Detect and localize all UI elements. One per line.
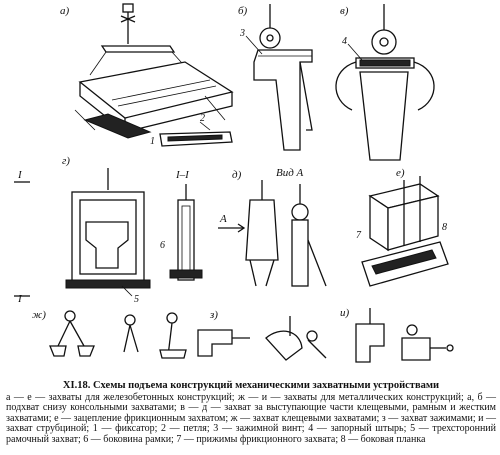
caption-title: XI.18. Схемы подъема конструкций механич… <box>62 380 440 391</box>
panel-d-rigid-grip: д) Вид А А <box>218 167 327 287</box>
callout-5: 5 <box>134 294 139 305</box>
panel-label-v: в) <box>340 5 349 17</box>
section-mark-bottom: I <box>17 293 23 305</box>
arrow-a-label: А <box>219 213 227 225</box>
callout-1: 1 <box>150 136 155 147</box>
callout-4: 4 <box>342 36 347 47</box>
panel-i-c-clamp: и) <box>340 307 454 363</box>
panel-g-frame-grip: г) I I 5 I–I 6 <box>14 155 203 305</box>
panel-e-friction-grip: е) 7 8 <box>356 167 449 287</box>
caption-body: а — е — захваты для железобетонных конст… <box>6 391 496 445</box>
callout-8: 8 <box>442 222 447 233</box>
figure-caption: XI.18. Схемы подъема конструкций механич… <box>6 380 496 446</box>
callout-7: 7 <box>356 230 362 241</box>
panel-label-i: и) <box>340 307 350 319</box>
gripping-devices-drawing: а) 1 2 б) 3 в) <box>14 3 454 363</box>
panel-z-clamps: з) <box>197 309 327 361</box>
panel-v-pincer-grip: в) 4 <box>335 4 435 161</box>
panel-zh-pincer-grips: ж) <box>32 309 187 359</box>
section-view-label: I–I <box>175 169 190 181</box>
callout-3: 3 <box>239 28 245 39</box>
panel-label-d: д) <box>232 169 242 181</box>
panel-b-cantilever-grip: б) 3 <box>238 4 313 151</box>
section-mark-top: I <box>17 169 23 181</box>
panel-label-a: а) <box>60 5 70 17</box>
panel-label-e: е) <box>396 167 405 179</box>
callout-2: 2 <box>200 113 205 124</box>
hook-icon <box>120 3 136 44</box>
panel-label-zh: ж) <box>32 309 46 321</box>
panel-label-g: г) <box>62 155 70 167</box>
figure-illustration: а) 1 2 б) 3 в) <box>14 3 454 363</box>
panel-label-b: б) <box>238 5 248 17</box>
panel-a-cantilever-grips: а) 1 2 <box>60 3 234 147</box>
view-a-label: Вид А <box>276 167 304 179</box>
panel-label-z: з) <box>209 309 218 321</box>
callout-6: 6 <box>160 240 165 251</box>
